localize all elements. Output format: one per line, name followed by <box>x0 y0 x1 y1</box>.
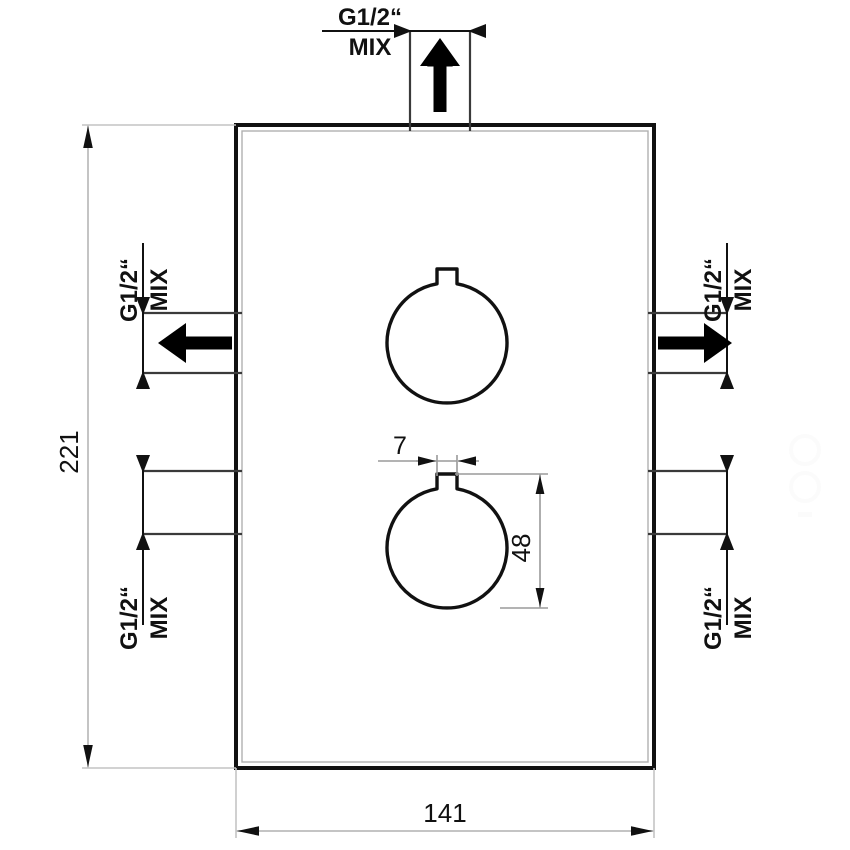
dimension-handle-diameter-label: 48 <box>506 534 536 563</box>
dimension-notch-width-label: 7 <box>393 432 407 460</box>
handle-upper <box>385 267 509 405</box>
dimension-overall-height: 221 <box>54 124 236 769</box>
handle-lower <box>385 472 509 610</box>
flow-arrow-right-icon <box>658 323 732 363</box>
dimension-overall-width: 141 <box>235 768 655 838</box>
port-left-upper: G1/2“ MIX <box>116 243 242 389</box>
port-left-upper-thread-label: G1/2“ <box>116 258 143 322</box>
port-left-upper-type-label: MIX <box>146 269 173 312</box>
port-left-lower-thread-label: G1/2“ <box>116 586 143 650</box>
port-right-lower: G1/2“ MIX <box>648 455 757 650</box>
port-left-lower: G1/2“ MIX <box>116 455 242 650</box>
flow-arrow-left-icon <box>158 323 232 363</box>
port-top-type-label: MIX <box>349 34 392 61</box>
port-right-upper-type-label: MIX <box>730 269 757 312</box>
port-right-upper: G1/2“ MIX <box>648 243 757 389</box>
dimension-overall-height-label: 221 <box>54 430 84 473</box>
dimension-notch-width: 7 <box>378 432 479 476</box>
dimension-handle-diameter: 48 <box>455 473 548 609</box>
dimension-overall-width-label: 141 <box>423 798 466 828</box>
watermark <box>789 434 821 517</box>
port-right-upper-thread-label: G1/2“ <box>700 258 727 322</box>
port-top-thread-label: G1/2“ <box>338 4 402 31</box>
flow-arrow-up-icon <box>420 38 460 112</box>
port-top-outlet: G1/2“ MIX <box>322 4 486 131</box>
port-right-lower-thread-label: G1/2“ <box>700 586 727 650</box>
port-right-lower-type-label: MIX <box>730 597 757 640</box>
valve-body-outline <box>234 123 656 770</box>
port-left-lower-type-label: MIX <box>146 597 173 640</box>
